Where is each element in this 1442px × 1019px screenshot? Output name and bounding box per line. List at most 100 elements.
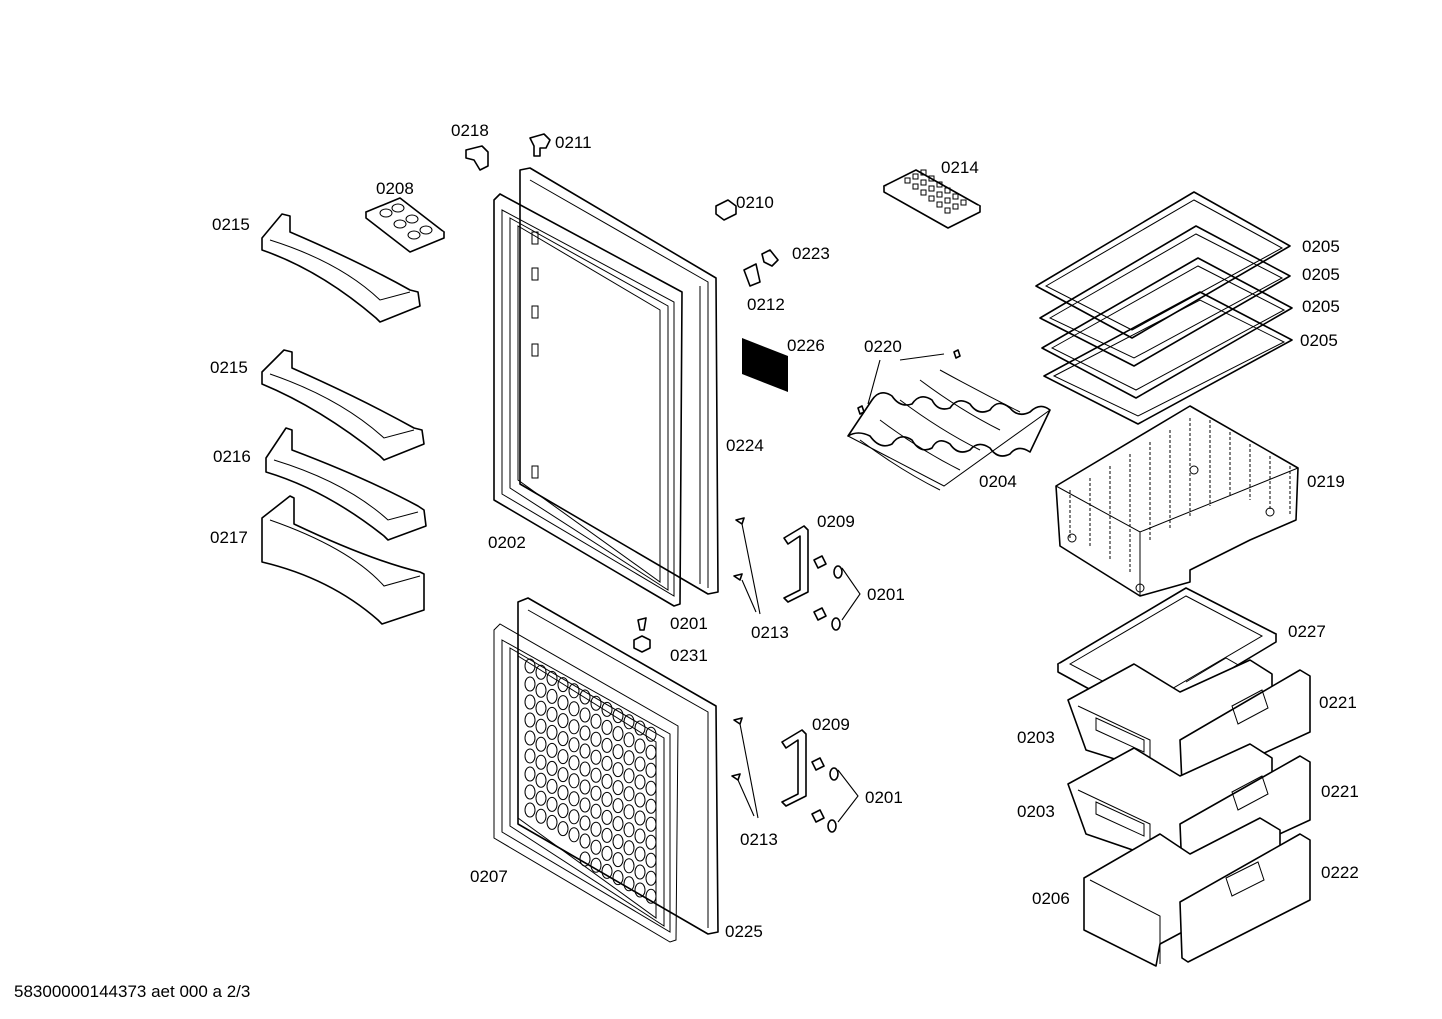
door-dimple	[612, 798, 624, 814]
door-dimple	[623, 858, 635, 874]
door-dimple	[568, 827, 580, 843]
label-0220: 0220	[864, 337, 902, 356]
label-0203-middle: 0203	[1017, 802, 1055, 821]
door-dimple	[579, 725, 591, 741]
door-dimple	[524, 694, 536, 710]
part-0226-pad	[742, 338, 788, 392]
door-dimple	[535, 754, 547, 770]
door-dimple	[590, 713, 602, 729]
door-dimple	[623, 714, 635, 730]
part-0208-egg-tray	[365, 197, 445, 253]
door-dimple	[623, 786, 635, 802]
label-0205-4: 0205	[1300, 331, 1338, 350]
door-dimple	[546, 670, 558, 686]
label-0219: 0219	[1307, 472, 1345, 491]
door-dimple	[623, 768, 635, 784]
door-dimple	[590, 767, 602, 783]
part-0224-upper-door	[519, 167, 719, 595]
door-dimple	[601, 809, 613, 825]
part-0213-pins-lower	[731, 717, 759, 819]
part-0201-screws-upper	[813, 555, 861, 631]
door-dimple	[535, 772, 547, 788]
door-dimple	[590, 839, 602, 855]
door-dimple	[634, 882, 646, 898]
door-dimple	[645, 744, 657, 760]
door-dimple	[634, 792, 646, 808]
label-0204: 0204	[979, 472, 1017, 491]
label-0226: 0226	[787, 336, 825, 355]
door-dimple	[601, 773, 613, 789]
part-0217-bottle-shelf	[261, 495, 425, 625]
door-dimple	[623, 750, 635, 766]
label-0218: 0218	[451, 121, 489, 140]
door-dimple	[612, 762, 624, 778]
door-dimple	[623, 732, 635, 748]
door-dimple	[546, 742, 558, 758]
label-0221-upper: 0221	[1319, 693, 1357, 712]
part-0207-lower-door-gasket	[493, 623, 679, 943]
label-0205-1: 0205	[1302, 237, 1340, 256]
door-dimple	[579, 707, 591, 723]
door-dimple	[535, 736, 547, 752]
door-dimple	[612, 780, 624, 796]
door-dimple	[546, 688, 558, 704]
door-dimple	[590, 731, 602, 747]
label-0224: 0224	[726, 436, 764, 455]
door-dimple	[590, 785, 602, 801]
door-dimple	[601, 863, 613, 879]
door-dimple	[568, 737, 580, 753]
label-0215-middle: 0215	[210, 358, 248, 377]
label-0201-lower: 0201	[865, 788, 903, 807]
door-dimple	[590, 803, 602, 819]
label-0211: 0211	[555, 133, 592, 152]
door-dimple	[612, 870, 624, 886]
door-dimple	[579, 779, 591, 795]
door-dimple	[524, 802, 536, 818]
label-0203-upper: 0203	[1017, 728, 1055, 747]
door-dimple	[557, 821, 569, 837]
part-0203-drawer-upper	[1067, 659, 1311, 789]
door-dimple	[546, 778, 558, 794]
door-dimple	[524, 784, 536, 800]
door-dimple	[590, 821, 602, 837]
door-dimple	[579, 797, 591, 813]
label-0207: 0207	[470, 867, 508, 886]
label-0209-lower: 0209	[812, 715, 850, 734]
door-dimple	[590, 857, 602, 873]
part-0216-door-shelf	[265, 427, 427, 541]
door-dimple	[590, 749, 602, 765]
door-dimple	[579, 815, 591, 831]
part-0212-hinge-part	[743, 263, 761, 287]
part-0202-upper-door-gasket	[493, 193, 683, 607]
door-dimple	[634, 846, 646, 862]
label-0213-upper: 0213	[751, 623, 789, 642]
labels: 0218 0211 0208 0215 0215 0216 0217 0202 …	[210, 121, 1359, 941]
door-dimple	[535, 790, 547, 806]
door-dimple	[634, 720, 646, 736]
door-dimple	[557, 803, 569, 819]
door-dimple	[634, 828, 646, 844]
door-dimple	[568, 719, 580, 735]
part-0201-screw-small	[637, 617, 647, 631]
door-dimple	[557, 677, 569, 693]
door-dimple	[612, 726, 624, 742]
door-dimple	[524, 712, 536, 728]
door-dimple	[645, 834, 657, 850]
door-dimple	[535, 718, 547, 734]
part-0209-handle-lower	[781, 729, 807, 807]
door-dimple	[568, 773, 580, 789]
label-0214: 0214	[941, 158, 979, 177]
door-dimple	[546, 796, 558, 812]
part-0223-hinge-part	[761, 249, 779, 267]
door-dimple	[535, 664, 547, 680]
label-0215-upper: 0215	[212, 215, 250, 234]
door-dimple	[568, 701, 580, 717]
label-0222: 0222	[1321, 863, 1359, 882]
label-0212: 0212	[747, 295, 785, 314]
door-dimple	[601, 719, 613, 735]
label-0208: 0208	[376, 179, 414, 198]
door-dimple	[535, 700, 547, 716]
door-dimple	[601, 845, 613, 861]
door-dimple	[557, 695, 569, 711]
door-dimple	[645, 852, 657, 868]
